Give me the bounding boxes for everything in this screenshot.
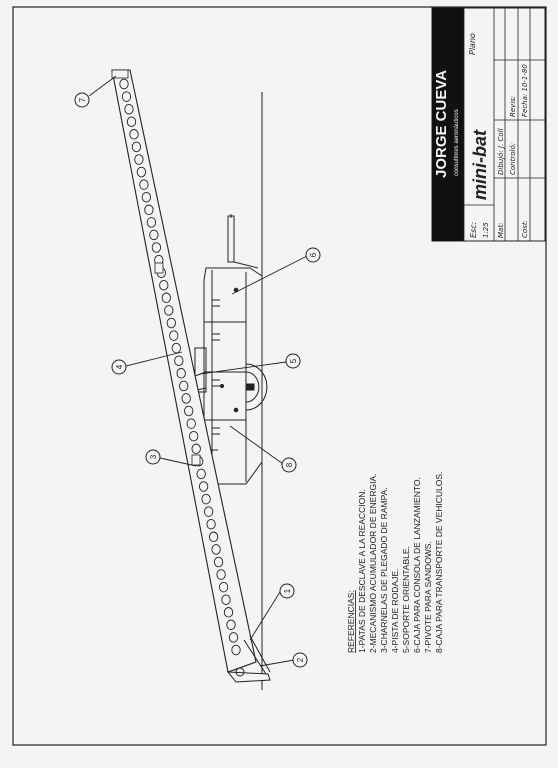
callout-3: 3	[145, 449, 161, 465]
ramp-hole	[121, 91, 132, 102]
field-costo: Cost:	[521, 220, 529, 238]
ramp-hole	[198, 481, 209, 492]
ramp-hole	[129, 129, 139, 140]
ramp-hole	[174, 355, 184, 366]
ramp-hole	[206, 518, 216, 530]
company-name: JORGE CUEVA	[433, 70, 450, 178]
ramp-hole	[226, 619, 236, 631]
reference-item: 1-PATAS DE DESCLAVE A LA REACCION.	[357, 489, 367, 653]
launch-ramp	[111, 69, 271, 683]
reference-item: 5-SOPORTE ORIENTABLE.	[401, 546, 411, 653]
svg-text:7: 7	[78, 97, 87, 102]
ramp-hole	[161, 292, 171, 304]
sheet-border	[12, 6, 547, 746]
ramp-hole	[176, 368, 186, 379]
ramp-hole	[124, 103, 134, 115]
references-block: REFERENCIAS: 1-PATAS DE DESCLAVE A LA RE…	[346, 472, 444, 653]
reference-item: 4-PISTA DE RODAJE.	[390, 569, 400, 653]
ramp-hole	[136, 166, 147, 178]
ramp-hole	[131, 141, 142, 153]
field-escala: Esc:	[469, 221, 478, 238]
ramp-hole	[164, 305, 174, 316]
callout-6: 6	[305, 247, 321, 263]
field-control: Controló:	[509, 143, 517, 175]
reference-item: 7-PIVOTE PARA SANDOWS.	[423, 541, 433, 653]
ramp-hole	[203, 506, 214, 517]
svg-text:8: 8	[285, 462, 294, 467]
svg-text:3: 3	[149, 454, 158, 459]
ramp-hole	[196, 468, 206, 480]
ramp-hole	[184, 405, 194, 417]
field-dibujo: Dibujó: J. Coll	[497, 128, 505, 175]
scale-value: 1:25	[482, 222, 490, 238]
ramp-hole	[171, 342, 181, 354]
ramp-hole	[159, 279, 169, 291]
company-logo-panel	[432, 8, 464, 241]
svg-text:2: 2	[296, 657, 305, 662]
ramp-hole	[201, 493, 211, 505]
svg-text:4: 4	[115, 364, 124, 369]
ramp-hole	[139, 179, 149, 190]
ramp-hole	[144, 204, 154, 216]
drawing-title: mini-bat	[470, 129, 490, 200]
ramp-hole	[218, 581, 229, 593]
callout-8: 8	[281, 457, 297, 473]
ramp-hole	[211, 544, 221, 555]
callout-5: 5	[285, 353, 301, 369]
ramp-hole	[191, 443, 201, 455]
ramp-hole	[134, 154, 144, 165]
ramp-hole	[181, 393, 191, 404]
company-tagline: consultores aeronáuticos	[454, 109, 460, 176]
callout-2: 2	[292, 652, 308, 668]
callout-1: 1	[279, 583, 295, 599]
ramp-hole	[119, 78, 129, 90]
ramp-holes	[119, 78, 241, 656]
svg-text:5: 5	[289, 358, 298, 363]
ramp-hole	[228, 632, 239, 643]
ramp-hole	[146, 217, 157, 228]
ramp-hole	[213, 556, 224, 568]
field-revis: Revis:	[509, 96, 517, 117]
reference-item: 8-CAJA PARA TRANSPORTE DE VEHICULOS.	[434, 472, 444, 653]
field-plano: Plano	[468, 33, 477, 55]
ramp-hole	[208, 531, 219, 543]
callout-4: 4	[111, 359, 127, 375]
svg-text:6: 6	[309, 252, 318, 257]
field-fecha: Fecha: 10-1-80	[521, 64, 529, 117]
reference-item: 6-CAJA PARA CONSOLA DE LANZAMIENTO.	[412, 477, 422, 653]
callout-circles: 7 4 3 5 6 8 1 2	[74, 92, 321, 668]
ramp-hole	[169, 330, 179, 341]
ramp-hole	[221, 594, 231, 605]
references-heading: REFERENCIAS:	[346, 590, 356, 653]
ramp-hole	[223, 607, 234, 618]
reference-item: 2-MECANISMO ACUMULADOR DE ENERGIA.	[368, 474, 378, 653]
ramp-hole	[151, 242, 162, 253]
ramp-hole	[189, 430, 199, 442]
ramp-hole	[216, 569, 226, 580]
callout-7: 7	[74, 92, 90, 108]
ramp-hole	[141, 191, 152, 203]
field-material: Mat:	[497, 223, 505, 238]
ramp-hole	[179, 380, 189, 392]
svg-text:1: 1	[283, 588, 292, 593]
ramp-hole	[166, 317, 176, 329]
callouts	[88, 75, 308, 667]
ramp-hole	[186, 418, 196, 429]
title-block: JORGE CUEVA consultores aeronáuticos Esc…	[431, 7, 546, 242]
ramp-hole	[231, 644, 241, 656]
ramp-hole	[126, 116, 137, 127]
reference-item: 3-CHARNELAS DE PLEGADO DE RAMPA.	[379, 487, 389, 653]
ramp-hole	[149, 229, 159, 241]
